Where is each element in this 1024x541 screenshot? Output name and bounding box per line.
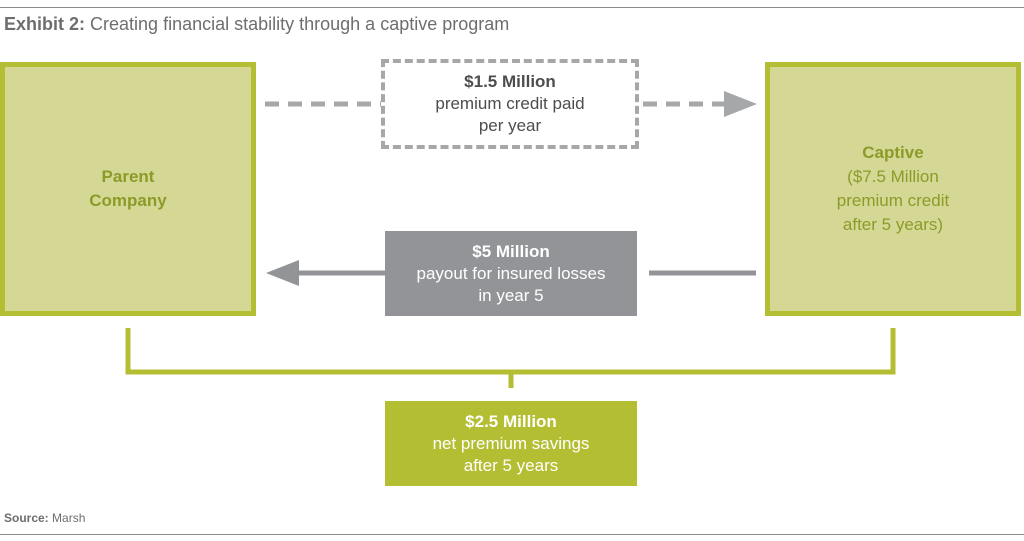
premium-line2: per year <box>478 116 542 135</box>
exhibit-label: Exhibit 2: <box>4 14 86 34</box>
premium-amount: $1.5 Million <box>464 72 556 91</box>
payout-line2: in year 5 <box>478 285 544 305</box>
payout-amount: $5 Million <box>472 241 550 261</box>
payout-line1: payout for insured losses <box>416 263 606 283</box>
savings-box: $2.5 Million net premium savings after 5… <box>385 401 637 486</box>
captive-line1: ($7.5 Million <box>847 167 939 186</box>
savings-bracket <box>125 328 896 375</box>
savings-line2: after 5 years <box>463 455 559 475</box>
payout-box: $5 Million payout for insured losses in … <box>385 231 637 316</box>
parent-company-box: Parent Company <box>0 62 256 316</box>
captive-line2: premium credit <box>836 191 950 210</box>
payout-arrowhead <box>266 260 299 286</box>
parent-company-line2: Company <box>89 191 167 210</box>
source-value: Marsh <box>52 511 86 525</box>
savings-amount: $2.5 Million <box>465 411 557 431</box>
bottom-rule <box>0 534 1024 535</box>
premium-arrowhead <box>724 91 757 117</box>
premium-line1: premium credit paid <box>435 94 585 113</box>
captive-line3: after 5 years) <box>842 215 944 234</box>
savings-line1: net premium savings <box>432 433 590 453</box>
captive-name: Captive <box>862 143 924 162</box>
exhibit-title: Exhibit 2: Creating financial stability … <box>4 14 509 35</box>
top-rule <box>0 7 1024 8</box>
source-label: Source: <box>4 511 49 525</box>
parent-company-line1: Parent <box>101 167 155 186</box>
captive-box: Captive ($7.5 Million premium credit aft… <box>765 62 1021 316</box>
source-line: Source: Marsh <box>4 511 85 525</box>
premium-credit-box: $1.5 Million premium credit paid per yea… <box>381 59 639 149</box>
exhibit-title-text: Creating financial stability through a c… <box>90 14 510 34</box>
